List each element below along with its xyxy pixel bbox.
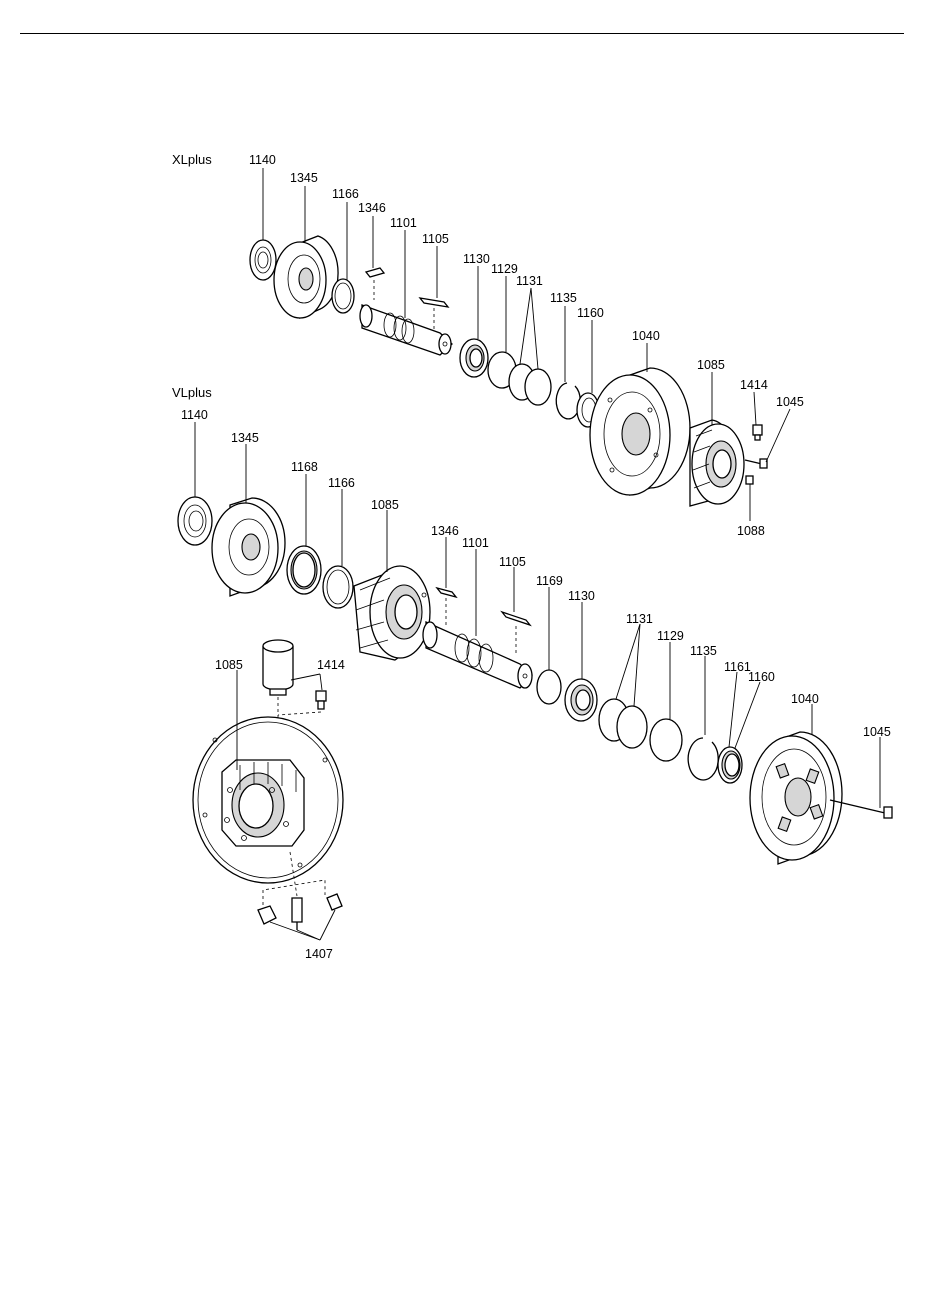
vl-part-1130-seal: [565, 679, 597, 721]
xl-part-1130-seal: [460, 339, 488, 377]
vl-part-1168-ring: [287, 546, 321, 594]
vl-part-1346-key: [437, 588, 456, 628]
xl-label-1129: 1129: [491, 262, 518, 276]
vl-label-1345: 1345: [231, 431, 259, 445]
xl-part-1131-rings: [509, 364, 551, 405]
vl-part-1161-1160-rings: [718, 747, 742, 783]
vl-label-1166: 1166: [328, 476, 355, 490]
vl-part-1140-seal: [178, 497, 212, 545]
vl-part-1166-ring: [323, 566, 353, 608]
xl-part-1166-ring: [332, 279, 354, 313]
vl-label-1130: 1130: [568, 589, 595, 603]
vl-label-1135: 1135: [690, 644, 717, 658]
xl-label-1345: 1345: [290, 171, 318, 185]
xl-part-1345-bearing: [274, 236, 338, 318]
xl-part-1414-plug: [753, 425, 762, 440]
detail-part-1414-plug: [316, 691, 326, 709]
vl-label-1129: 1129: [657, 629, 684, 643]
detail-label-1085: 1085: [215, 658, 243, 672]
xl-label-1131: 1131: [516, 274, 543, 288]
xl-part-1088-pin: [746, 476, 753, 484]
vl-part-1135-snap-ring: [688, 738, 718, 780]
vl-label-1105: 1105: [499, 555, 526, 569]
xl-part-1085-hub: [690, 420, 744, 506]
vl-label-1101: 1101: [462, 536, 489, 550]
vl-part-1131-rings: [599, 699, 647, 748]
detail-part-1085-flange: [193, 717, 343, 883]
xl-label-1414: 1414: [740, 378, 768, 392]
xl-label-1101: 1101: [390, 216, 417, 230]
vl-label-1045: 1045: [863, 725, 891, 739]
vl-part-1040-cover: [750, 732, 842, 864]
detail-label-1407: 1407: [305, 947, 333, 961]
section-title-xlplus: XLplus: [172, 152, 212, 167]
xl-part-1101-shaft: [360, 305, 452, 355]
vl-label-1140: 1140: [181, 408, 208, 422]
xl-part-1045-bolt: [745, 459, 767, 468]
vl-part-1105-key: [502, 612, 530, 656]
vl-label-1161: 1161: [724, 660, 751, 674]
xl-part-1346-key: [366, 268, 384, 300]
xl-label-1160: 1160: [577, 306, 604, 320]
vl-part-1101-shaft: [423, 622, 532, 688]
vl-part-1129-ring: [650, 719, 682, 761]
vl-label-1040: 1040: [791, 692, 819, 706]
detail-label-1414: 1414: [317, 658, 345, 672]
detail-dash-plug: [278, 712, 321, 715]
vl-part-1169-ring: [537, 670, 561, 704]
detail-part-1407-plugs: [258, 894, 342, 930]
xl-label-1346: 1346: [358, 201, 386, 215]
xl-label-1105: 1105: [422, 232, 449, 246]
xl-label-1130: 1130: [463, 252, 490, 266]
xl-part-1105-key: [420, 298, 448, 330]
xl-label-1085: 1085: [697, 358, 725, 372]
vl-label-1346: 1346: [431, 524, 459, 538]
vl-label-1160: 1160: [748, 670, 775, 684]
section-title-vlplus: VLplus: [172, 385, 212, 400]
xl-label-1040: 1040: [632, 329, 660, 343]
vl-label-1169: 1169: [536, 574, 563, 588]
vl-label-1131: 1131: [626, 612, 653, 626]
vl-label-1168: 1168: [291, 460, 318, 474]
xl-label-1140: 1140: [249, 153, 276, 167]
xl-label-1166: 1166: [332, 187, 359, 201]
detail-filter-cartridge: [263, 640, 293, 695]
xl-label-1088: 1088: [737, 524, 765, 538]
xl-label-1045: 1045: [776, 395, 804, 409]
vl-label-1085: 1085: [371, 498, 399, 512]
xl-part-1040-cover: [590, 368, 690, 495]
xl-label-1135: 1135: [550, 291, 577, 305]
vl-part-1345-bearing: [212, 498, 285, 596]
xl-part-1140-seal: [250, 240, 276, 280]
vl-part-1085-hub: [354, 566, 430, 660]
